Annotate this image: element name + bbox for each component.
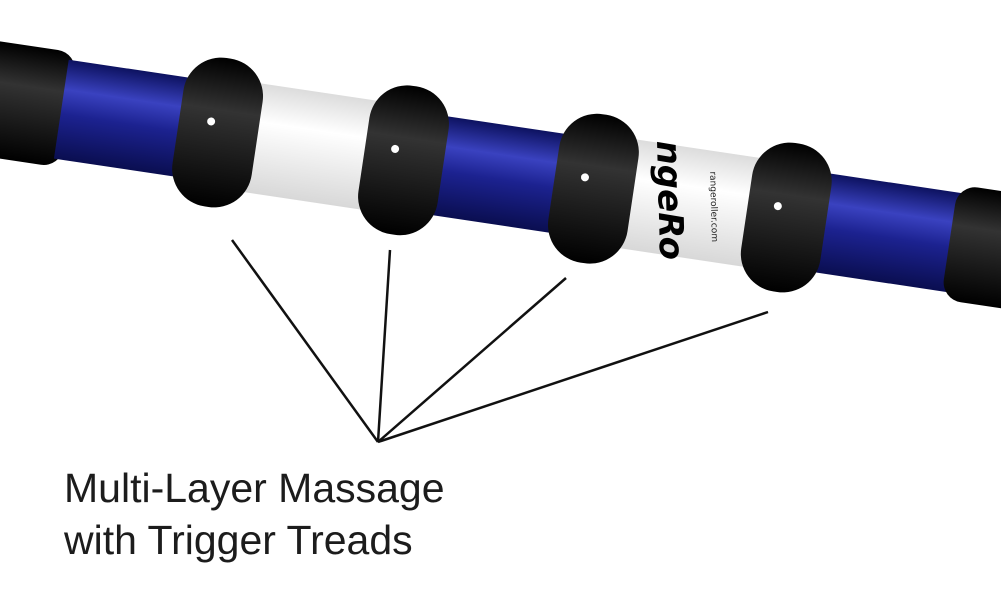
logo-subtext: rangeroller.com <box>707 171 719 242</box>
handle-left <box>0 39 76 165</box>
callout-line <box>376 249 392 443</box>
blue-tube-segment <box>53 59 208 180</box>
white-sleeve <box>229 81 380 210</box>
blue-tube-segment <box>803 171 967 293</box>
trigger-tread <box>740 142 832 293</box>
handle-right <box>943 187 1001 312</box>
white-sleeve-logo <box>610 137 765 268</box>
callout-line <box>377 277 567 443</box>
caption-line-1: Multi-Layer Massage <box>64 465 445 511</box>
callout-line <box>377 310 769 444</box>
callout-lines <box>230 239 769 444</box>
logo: ngeRo <box>648 140 691 260</box>
blue-tube-segment <box>417 114 572 234</box>
caption-line-2: with Trigger Treads <box>64 517 413 563</box>
caption: Multi-Layer Massage with Trigger Treads <box>64 462 445 566</box>
callout-line <box>230 239 380 443</box>
trigger-tread <box>172 57 264 208</box>
trigger-tread <box>358 85 449 236</box>
trigger-tread <box>547 113 639 264</box>
